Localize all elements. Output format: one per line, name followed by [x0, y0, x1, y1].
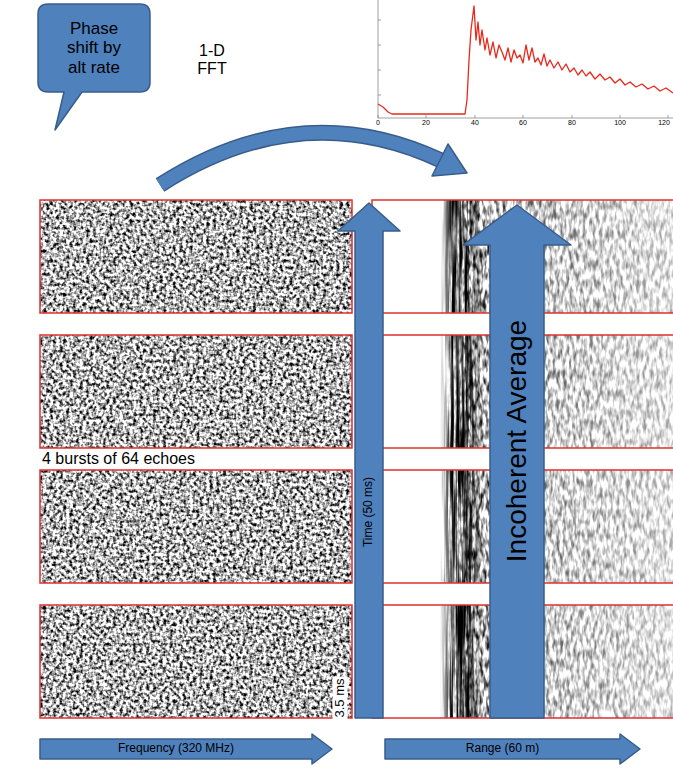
axis-tick: 0 [376, 119, 380, 127]
interval-label: 3.5 ms [333, 676, 348, 719]
average-arrow: Incoherent Average [463, 205, 571, 718]
node-shape [38, 4, 150, 130]
burst-note: 4 bursts of 64 echoes [40, 450, 197, 468]
time-arrow: Time (50 ms) [338, 203, 400, 718]
node-shape [40, 734, 332, 764]
axis-tick: 100 [614, 119, 626, 127]
range-profile-plot [378, 0, 673, 118]
transform-label: 1-D FFT [188, 42, 236, 79]
frequency-time-panels [40, 200, 352, 718]
range-arrow: Range (60 m) [385, 734, 640, 764]
node-text: Range (60 m) [466, 742, 539, 756]
axis-tick: 80 [568, 119, 576, 127]
axis-tick: 20 [422, 119, 430, 127]
axis-tick: 40 [471, 119, 479, 127]
node-shape [338, 203, 400, 718]
fft-arrow [160, 133, 467, 185]
axis-tick: 120 [658, 119, 670, 127]
node-shape [463, 205, 571, 718]
range-time-panels [372, 200, 673, 718]
node-outline [338, 203, 400, 718]
axis-tick: 60 [519, 119, 527, 127]
node-text: Time (50 ms) [362, 477, 376, 547]
node-shape [385, 734, 640, 764]
callout-bubble: Phase shift by alt rate [38, 4, 150, 92]
node-text: Phase shift by alt rate [57, 19, 131, 78]
node-text: Incoherent Average [501, 320, 533, 562]
frequency-arrow: Frequency (320 MHz) [40, 734, 332, 764]
node-text: Frequency (320 MHz) [118, 742, 234, 756]
